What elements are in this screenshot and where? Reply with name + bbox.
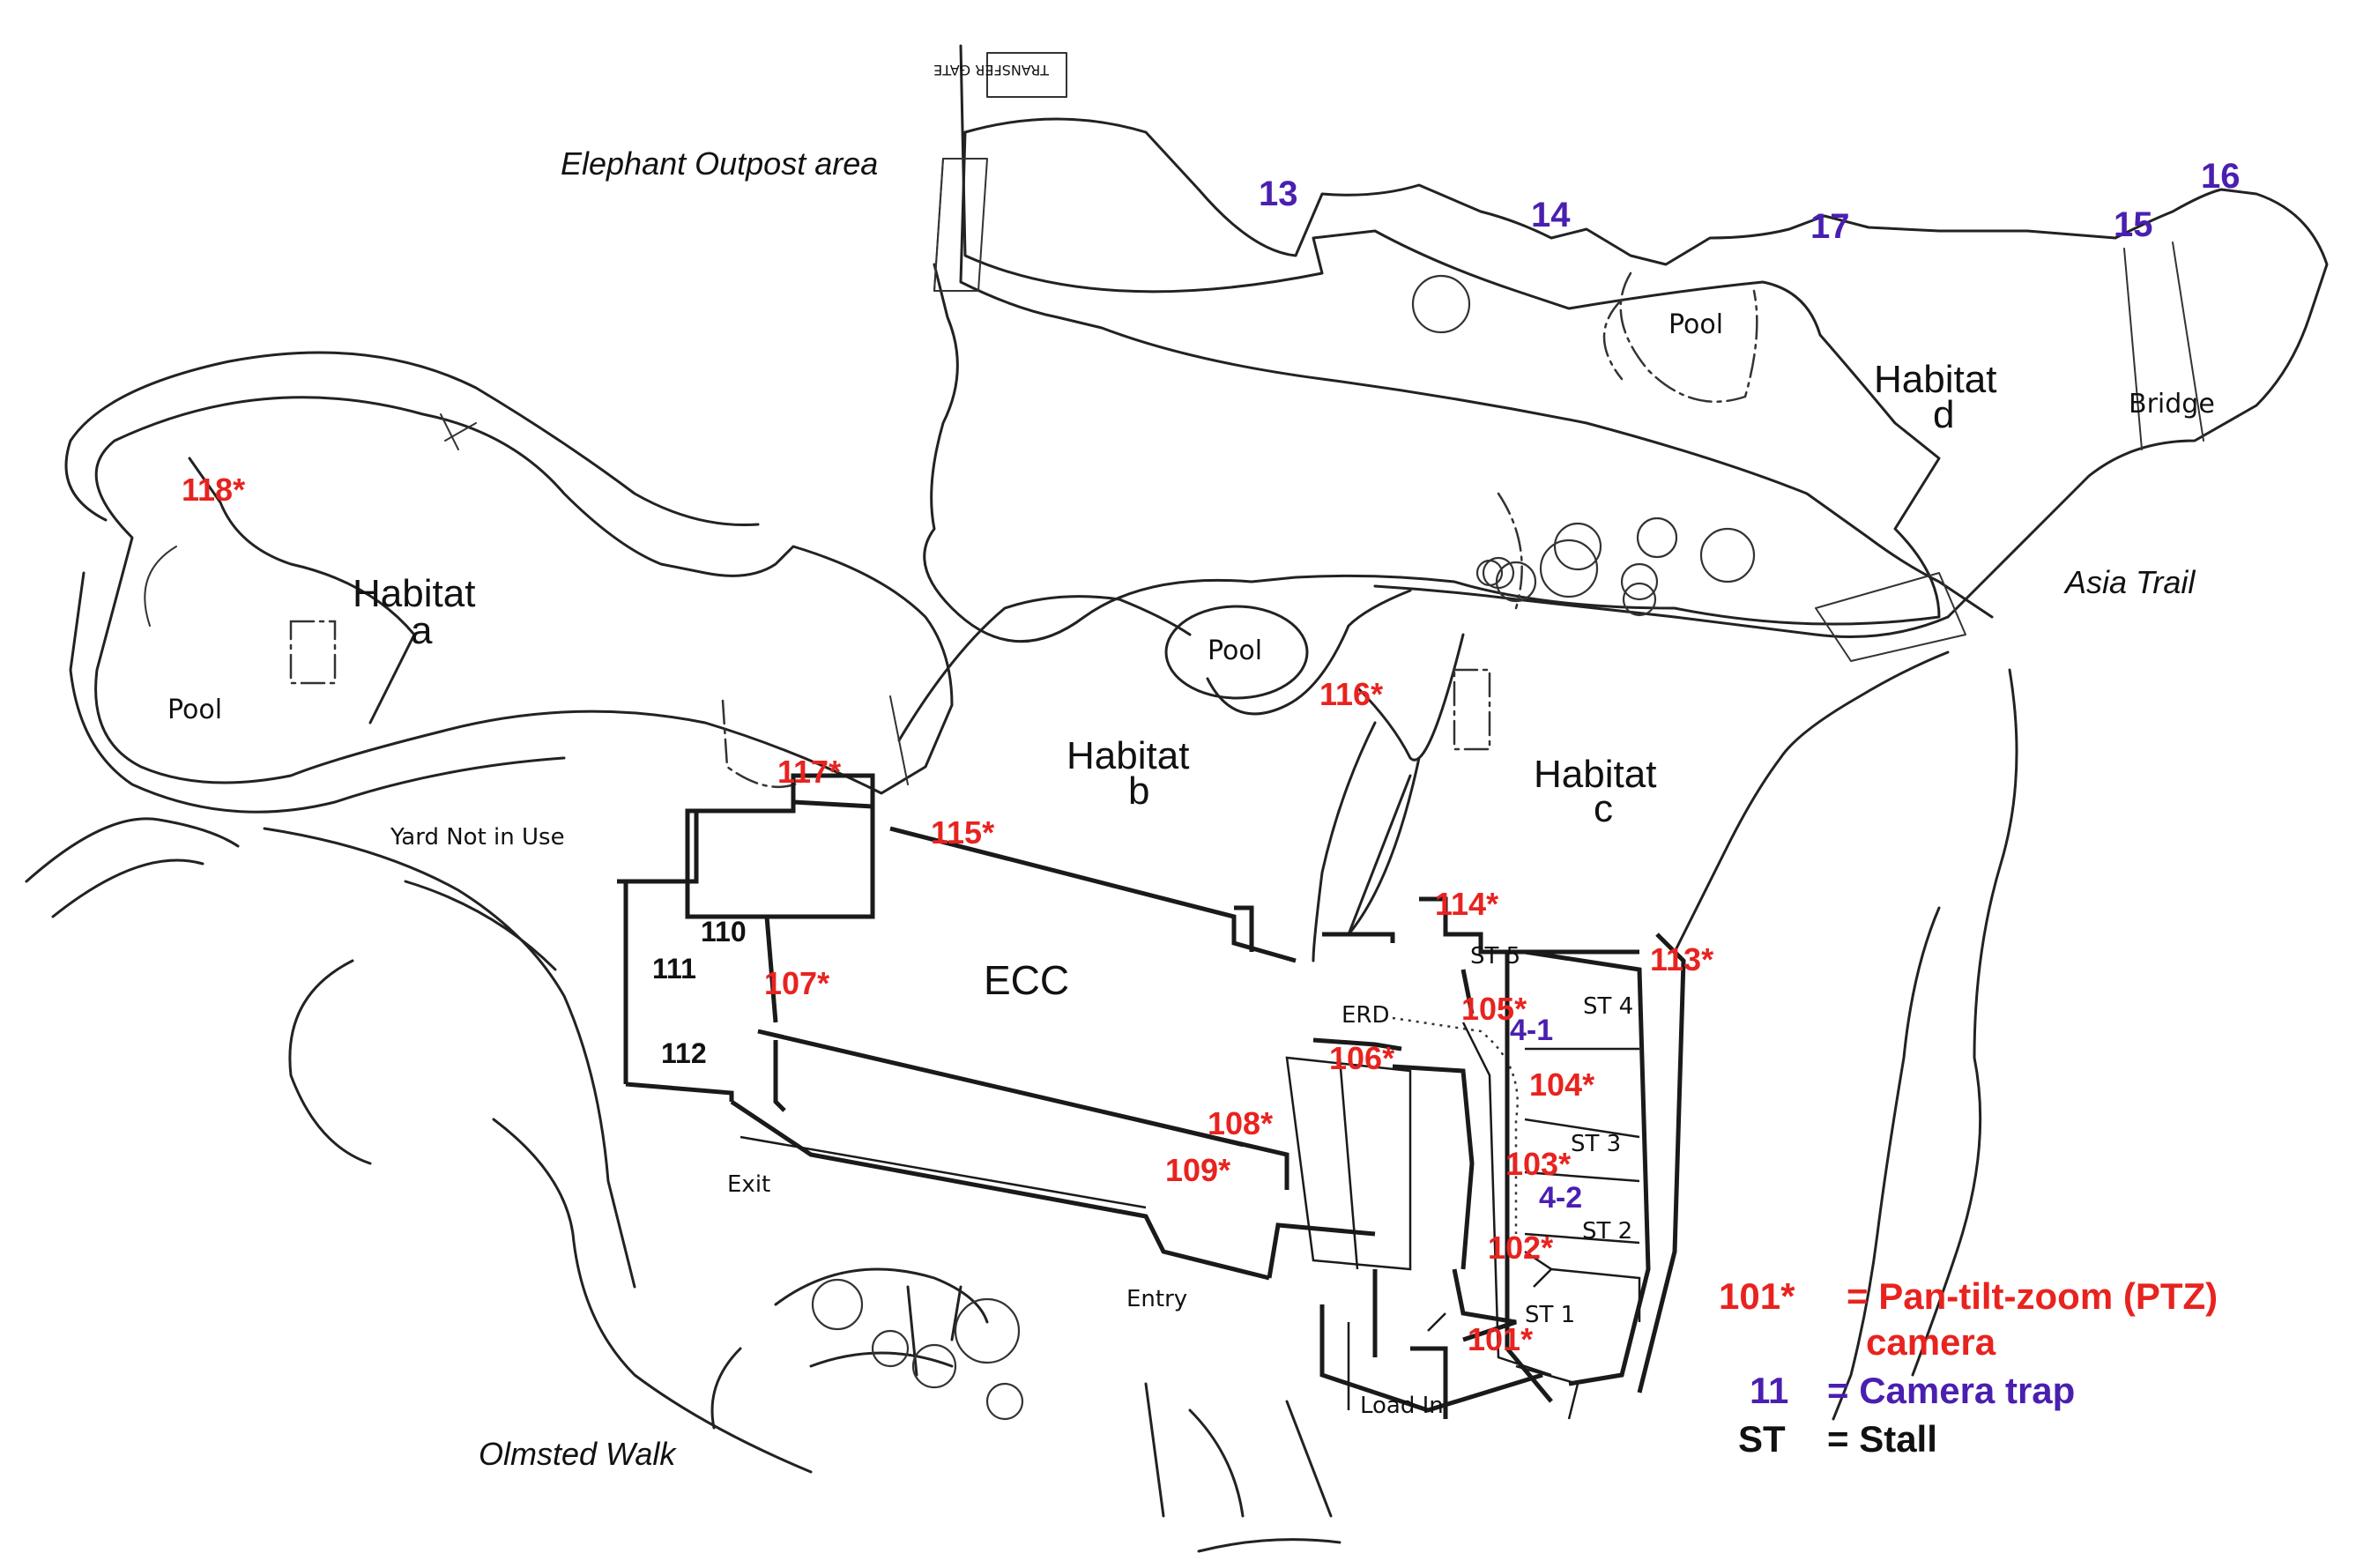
pool-a-label: Pool (167, 695, 222, 725)
camera-trap-4-1: 4-1 (1510, 1014, 1553, 1047)
exterior-paths (25, 817, 1342, 1553)
camera-trap-14: 14 (1531, 196, 1571, 234)
entry-label: Entry (1126, 1286, 1187, 1312)
camera-trap-13: 13 (1259, 175, 1298, 213)
ptz-camera-104: 104* (1529, 1066, 1594, 1103)
ecc-building (617, 773, 1686, 1420)
habitat-a-title: Habitat (353, 572, 475, 615)
pool-b-label: Pool (1208, 635, 1262, 666)
room-111: 111 (652, 953, 696, 985)
load-in-label: Load In (1360, 1393, 1444, 1419)
transfer-gate-label: TRANSFER GATE (933, 62, 1050, 78)
asia-trail-label: Asia Trail (2063, 564, 2196, 600)
ptz-camera-102: 102* (1488, 1230, 1553, 1266)
stall-2: ST 2 (1582, 1218, 1632, 1245)
ptz-camera-117: 117* (777, 754, 841, 790)
legend-stall-key: ST (1738, 1418, 1786, 1460)
habitat-d-title: Habitat (1874, 358, 1996, 401)
camera-trap-15: 15 (2114, 205, 2153, 244)
exit-label: Exit (727, 1171, 770, 1198)
legend-trap-text: = Camera trap (1827, 1370, 2075, 1411)
stall-1: ST 1 (1525, 1302, 1575, 1328)
ptz-camera-113: 113* (1650, 941, 1713, 977)
bridge-label: Bridge (2129, 389, 2215, 420)
stall-3: ST 3 (1571, 1131, 1621, 1157)
habitat-a-boundary (64, 351, 954, 814)
legend-trap-key: 11 (1750, 1370, 1788, 1411)
ptz-camera-114: 114* (1435, 886, 1498, 922)
ptz-camera-107: 107* (764, 965, 829, 1001)
elephant-outpost-label: Elephant Outpost area (561, 145, 878, 182)
ptz-camera-108: 108* (1208, 1105, 1273, 1141)
legend-ptz-key: 101* (1719, 1275, 1795, 1317)
ptz-camera-103: 103* (1505, 1146, 1571, 1182)
ptz-camera-116: 116* (1319, 676, 1383, 712)
ptz-camera-106: 106* (1329, 1040, 1394, 1076)
ptz-camera-105: 105* (1461, 991, 1527, 1027)
habitat-d-letter: d (1933, 393, 1954, 436)
stall-4: ST 4 (1583, 993, 1633, 1020)
yard-not-in-use-label: Yard Not in Use (390, 824, 565, 851)
legend-ptz-text-2: camera (1866, 1321, 1996, 1363)
habitat-a-letter: a (411, 609, 433, 652)
camera-trap-16: 16 (2201, 157, 2241, 196)
ptz-camera-109: 109* (1165, 1152, 1230, 1188)
habitat-bc-boundary (889, 589, 2018, 1421)
habitat-d-boundary (923, 44, 2329, 662)
pool-d-label: Pool (1669, 309, 1723, 340)
habitat-b-title: Habitat (1067, 734, 1189, 777)
habitat-b-letter: b (1128, 769, 1149, 813)
room-112: 112 (661, 1037, 707, 1069)
stall-5: ST 5 (1470, 943, 1520, 970)
trees-habitat-d (1411, 274, 1756, 617)
room-110: 110 (701, 916, 747, 947)
ptz-camera-101: 101* (1468, 1321, 1533, 1357)
habitat-c-title: Habitat (1534, 753, 1656, 796)
ecc-label: ECC (984, 957, 1069, 1003)
erd-label: ERD (1342, 1002, 1390, 1029)
legend: 101* = Pan-tilt-zoom (PTZ) camera 11 = C… (1719, 1275, 2218, 1460)
olmsted-walk-label: Olmsted Walk (479, 1436, 677, 1472)
camera-trap-4-2: 4-2 (1539, 1181, 1582, 1215)
ptz-camera-115: 115* (931, 814, 994, 851)
legend-stall-text: = Stall (1827, 1418, 1937, 1460)
legend-ptz-text: = Pan-tilt-zoom (PTZ) (1847, 1275, 2218, 1317)
ptz-camera-118: 118* (182, 472, 245, 508)
habitat-c-letter: c (1594, 787, 1613, 830)
camera-trap-17: 17 (1810, 207, 1850, 246)
